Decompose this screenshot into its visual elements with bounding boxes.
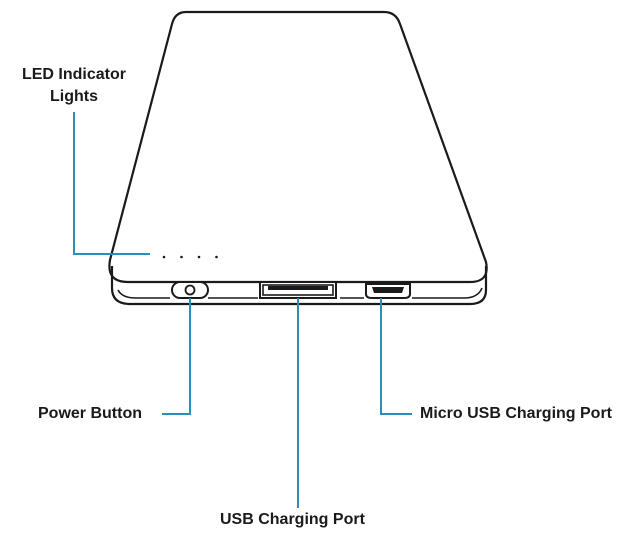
power-bank-bottom-edge [110, 266, 488, 306]
callout-line-power [162, 298, 191, 415]
micro-usb-port-label: Micro USB Charging Port [420, 405, 613, 422]
usb-port-label: USB Charging Port [220, 511, 365, 528]
callout-line-micro-usb [380, 298, 412, 415]
micro-usb-charging-port[interactable] [365, 283, 411, 299]
callout-line-led [73, 112, 150, 255]
power-bank-side-groove [117, 289, 170, 299]
led-indicator-dot [180, 255, 183, 259]
led-indicator-dot [197, 255, 201, 259]
led-indicator-label: LED Indicator Lights [14, 64, 134, 108]
led-indicator-label-line1: LED Indicator [21, 66, 126, 83]
usb-charging-port[interactable] [259, 281, 337, 299]
power-button[interactable] [171, 281, 209, 299]
led-indicator-dot [215, 255, 218, 259]
led-indicator-label-line2: Lights [50, 88, 98, 105]
power-bank-side-groove-right [412, 287, 483, 299]
power-button-label: Power Button [38, 405, 142, 422]
led-indicator-dot [162, 255, 166, 259]
power-bank-top-face [108, 10, 488, 284]
led-indicator-lights [162, 255, 218, 259]
